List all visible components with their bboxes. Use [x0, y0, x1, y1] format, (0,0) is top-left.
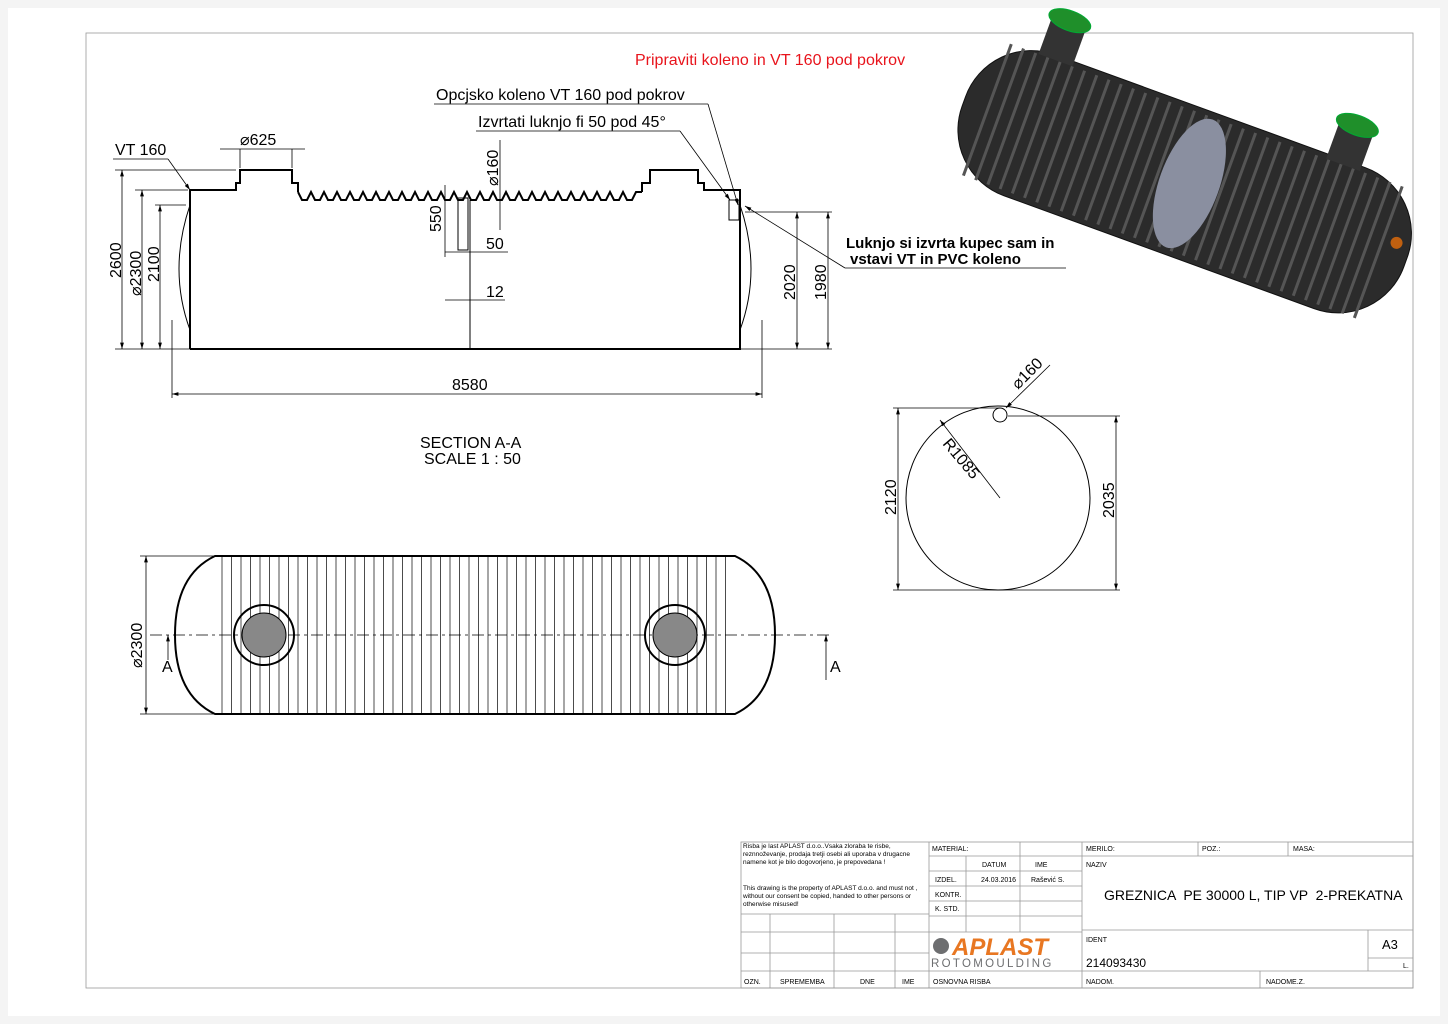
- rib-3d: [1206, 132, 1258, 266]
- rib-3d: [974, 48, 1025, 181]
- aplast-logo: APLAST ROTOMOULDING: [931, 934, 1054, 970]
- naziv-label: NAZIV: [1086, 862, 1107, 869]
- nadomez-label: NADOME.Z.: [1266, 979, 1305, 986]
- ime2-label: IME: [902, 979, 915, 986]
- manhole-right: [644, 604, 706, 666]
- customer-note-1: Luknjo si izvrta kupec sam in: [846, 235, 1054, 252]
- rib-3d: [1230, 141, 1282, 274]
- dim-2100: 2100: [146, 246, 163, 282]
- rib-3d: [1194, 128, 1245, 261]
- dim-2020: 2020: [782, 264, 799, 300]
- material-label: MATERIAL:: [932, 846, 968, 853]
- red-note: Pripraviti koleno in VT 160 pod pokrov: [635, 52, 905, 69]
- spremeba-label: SPREMEMBA: [780, 979, 825, 986]
- rib-3d: [1279, 159, 1331, 292]
- drill-note: Izvrtati luknjo fi 50 pod 45°: [478, 114, 666, 131]
- manhole-grid-left: [241, 612, 287, 658]
- drawing-title: GREZNICA PE 30000 L, TIP VP 2-PREKATNA: [1104, 887, 1403, 903]
- title-block: Risba je last APLAST d.o.o..Vsaka zlorab…: [740, 841, 1414, 989]
- inlet-pipe: [1390, 236, 1403, 249]
- dim-50: 50: [486, 236, 504, 253]
- rib-3d: [1340, 181, 1392, 315]
- dim-8580: 8580: [452, 377, 488, 394]
- notice-en: This drawing is the property of APLAST d…: [743, 885, 918, 908]
- ozn-label: OZN.: [744, 979, 761, 986]
- cut-label-left: A: [162, 659, 173, 676]
- tank-outline: [173, 555, 777, 715]
- rib-3d: [1108, 96, 1160, 230]
- rib-3d: [1291, 163, 1343, 297]
- vt160-label: VT 160: [115, 142, 166, 159]
- corrugated-top: [297, 189, 642, 201]
- rib-3d: [998, 56, 1050, 190]
- cut-label-right: A: [830, 659, 841, 676]
- rib-3d: [1084, 88, 1135, 221]
- rib-3d: [1035, 70, 1087, 203]
- rib-3d: [1255, 150, 1306, 283]
- rib-3d: [1120, 101, 1172, 234]
- sheet-format: A3: [1382, 937, 1398, 952]
- partition-disc: [1152, 118, 1226, 249]
- rib-3d: [1059, 79, 1111, 212]
- baffle: [457, 197, 469, 251]
- rib-3d: [1316, 172, 1367, 306]
- sheet-label: L.: [1403, 963, 1409, 970]
- izdel-name: Rašević S.: [1031, 877, 1065, 884]
- green-lid-right: [1335, 112, 1379, 138]
- notice-sl: Risba je last APLAST d.o.o..Vsaka zlorab…: [743, 843, 910, 866]
- rib-3d: [1096, 92, 1148, 226]
- rib-3d: [1328, 176, 1380, 310]
- rib-3d: [1047, 74, 1099, 208]
- kontr-label: KONTR.: [935, 892, 962, 899]
- dim-2120: 2120: [883, 479, 900, 515]
- masa-label: MASA:: [1293, 846, 1315, 853]
- section-view: ⌀625 ⌀160 550 50 12 2600 ⌀2300 2100 2020…: [108, 132, 832, 468]
- manhole-left: [233, 604, 295, 666]
- dim-2600: 2600: [108, 242, 125, 278]
- green-lid-left: [1048, 8, 1092, 34]
- dne-label: DNE: [860, 979, 875, 986]
- izdel-date: 24.03.2016: [981, 877, 1016, 884]
- section-scale: SCALE 1 : 50: [424, 451, 521, 468]
- ime-label: IME: [1035, 862, 1048, 869]
- customer-note-2: vstavi VT in PVC koleno: [850, 251, 1021, 268]
- dim-1980: 1980: [813, 264, 830, 300]
- dim-2035: 2035: [1101, 482, 1118, 518]
- merilo-label: MERILO:: [1086, 846, 1115, 853]
- izdel-label: IZDEL.: [935, 877, 957, 884]
- rib-3d: [1071, 83, 1123, 217]
- poz-label: POZ.:: [1202, 846, 1220, 853]
- dim-d2300: ⌀2300: [128, 251, 145, 296]
- dim-d160: ⌀160: [485, 150, 502, 186]
- osnovna-label: OSNOVNA RISBA: [933, 979, 991, 986]
- rib-3d: [1218, 136, 1270, 270]
- dim-550: 550: [428, 205, 445, 232]
- rib-3d: [1023, 65, 1074, 199]
- rib-3d: [1010, 61, 1062, 194]
- rib-3d: [1304, 168, 1355, 301]
- elbow-note: Opcjsko koleno VT 160 pod pokrov: [436, 87, 685, 104]
- rib-3d: [1242, 145, 1294, 279]
- manhole-grid-right: [652, 612, 698, 658]
- rib-3d: [1352, 185, 1404, 319]
- datum-label: DATUM: [982, 862, 1007, 869]
- dim-12: 12: [486, 284, 504, 301]
- tank-3d-render: [957, 8, 1412, 319]
- dim-top-d2300: ⌀2300: [129, 623, 146, 668]
- ident-value: 214093430: [1086, 956, 1146, 970]
- logo-main: APLAST: [951, 934, 1050, 961]
- rib-3d: [1267, 154, 1319, 288]
- kstd-label: K. STD.: [935, 906, 960, 913]
- ident-label: IDENT: [1086, 937, 1108, 944]
- top-view: ⌀2300 A A: [129, 555, 841, 715]
- rib-3d: [1133, 105, 1184, 239]
- vt160-elbow: [728, 199, 740, 221]
- dim-d625: ⌀625: [240, 132, 276, 149]
- rib-3d: [962, 43, 1013, 177]
- nadom-label: NADOM.: [1086, 979, 1114, 986]
- rib-3d: [986, 52, 1038, 186]
- logo-sub: ROTOMOULDING: [931, 958, 1054, 970]
- section-title: SECTION A-A: [420, 435, 522, 452]
